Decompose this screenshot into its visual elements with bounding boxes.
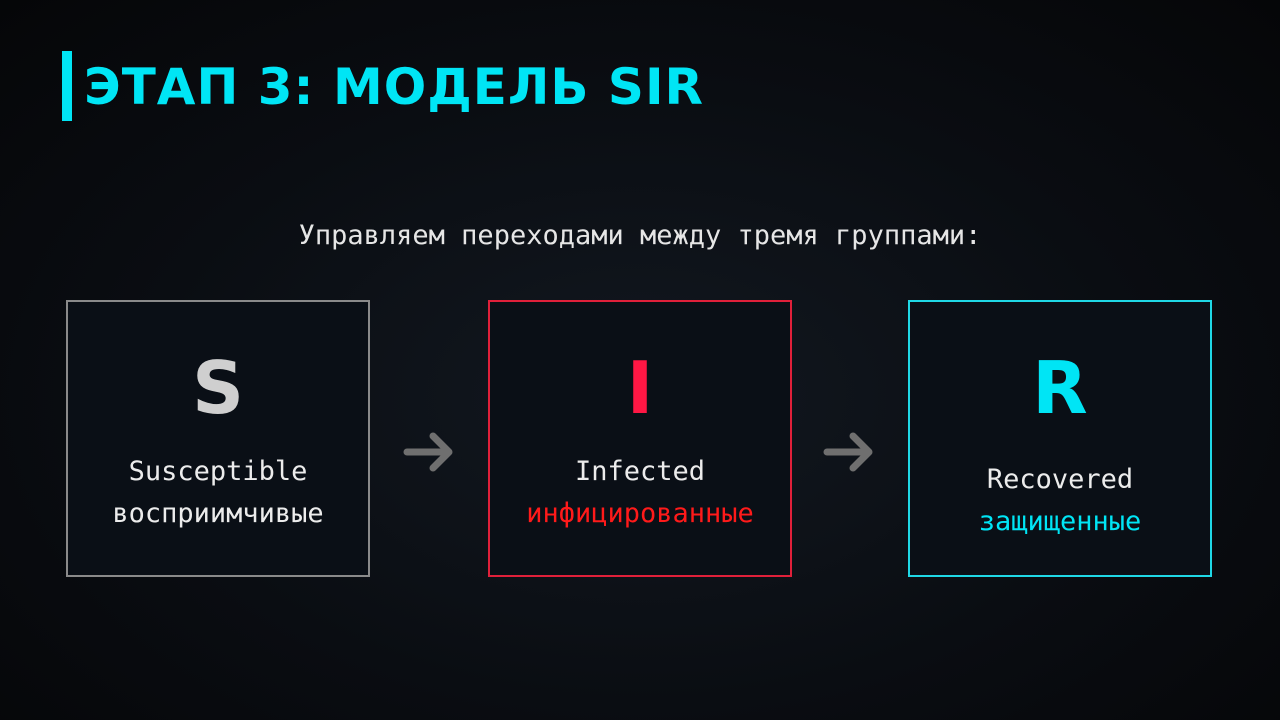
group-letter: S xyxy=(192,346,244,430)
group-name-en: Recovered xyxy=(986,464,1134,495)
group-letter: R xyxy=(1032,346,1088,430)
group-name-en: Infected xyxy=(574,456,706,487)
group-name-en: Susceptible xyxy=(128,456,308,487)
group-name-ru: защищенные xyxy=(978,506,1142,537)
group-card-recovered: R Recovered защищенные xyxy=(908,300,1212,577)
group-name-ru: восприимчивые xyxy=(112,498,324,529)
group-card-infected: I Infected инфицированные xyxy=(488,300,792,577)
subtitle: Управляем переходами между тремя группам… xyxy=(298,220,982,251)
group-name-ru: инфицированные xyxy=(526,498,754,529)
arrow-right-icon xyxy=(403,432,453,472)
arrow-right-icon xyxy=(823,432,873,472)
page-title: ЭТАП 3: МОДЕЛЬ SIR xyxy=(84,58,705,116)
group-letter: I xyxy=(626,346,654,430)
group-card-susceptible: S Susceptible восприимчивые xyxy=(66,300,370,577)
title-accent-bar xyxy=(62,51,72,121)
